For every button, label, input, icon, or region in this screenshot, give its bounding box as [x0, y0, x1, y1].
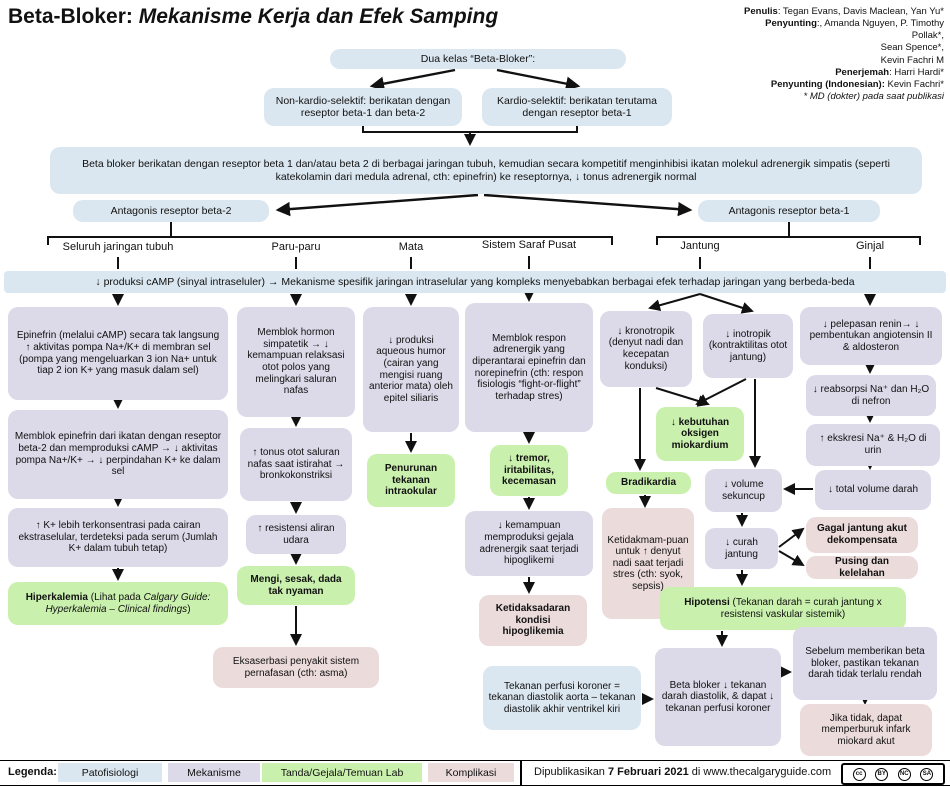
airway-tone-box: ↑ tonus otot saluran nafas saat istiraha…	[240, 428, 352, 501]
credit-line: Penulis: Tegan Evans, Davis Maclean, Yan…	[744, 6, 944, 17]
cc-nc-icon: NC	[897, 767, 911, 781]
airway-resistance-box: ↑ resistensi aliran udara	[246, 515, 346, 554]
dizziness-fatigue-box: Pusing dan kelelahan	[806, 556, 918, 579]
sodium-excretion-box: ↑ ekskresi Na⁺ & H₂O di urin	[806, 424, 940, 466]
legend-item-sign-symptom: Tanda/Gejala/Temuan Lab	[262, 763, 422, 782]
hyperkalemia-box: Hiperkalemia (Lihat pada Calgary Guide: …	[8, 582, 228, 625]
inotropic-box: ↓ inotropik (kontraktilitas otot jantung…	[703, 314, 793, 378]
publication-note: Dipublikasikan 7 Februari 2021 di www.th…	[534, 766, 832, 778]
renin-release-box: ↓ pelepasan renin→ ↓ pembentukan angiote…	[800, 307, 942, 365]
legend-label: Legenda:	[8, 766, 57, 778]
page-title: Beta-Bloker: Mekanisme Kerja dan Efek Sa…	[8, 5, 498, 29]
asthma-exacerbation-box: Eksaserbasi penyakit sistem pernafasan (…	[213, 647, 379, 688]
two-classes-header: Dua kelas “Beta-Bloker”:	[330, 49, 626, 69]
organ-header-heart: Jantung	[680, 240, 720, 252]
tremor-box: ↓ tremor, iritabilitas, kecemasan	[490, 445, 568, 496]
cc-sa-icon: SA	[920, 767, 934, 781]
non-cardio-selective-box: Non-kardio-selektif: berikatan dengan re…	[264, 88, 462, 126]
block-adrenergic-response-box: Memblok respon adrenergik yang diperanta…	[465, 303, 593, 432]
title-prefix: Beta-Bloker:	[8, 5, 139, 28]
legend-item-mechanism: Mekanisme	[168, 763, 260, 782]
beta2-antagonist-box: Antagonis reseptor beta-2	[73, 200, 269, 222]
organ-header-lungs: Paru-paru	[271, 241, 321, 253]
credit-line: Sean Spence*,	[880, 42, 944, 54]
wheezing-box: Mengi, sesak, dada tak nyaman	[237, 566, 355, 605]
block-epinephrine-box: Memblok epinefrin dari ikatan dengan res…	[8, 410, 228, 499]
credits-block: Penulis: Tegan Evans, Davis Maclean, Yan…	[682, 6, 944, 103]
legend-bar: Legenda: Patofisiologi Mekanisme Tanda/G…	[0, 760, 950, 786]
legend-item-pathophysiology: Patofisiologi	[58, 763, 162, 782]
hyperkalemia-text: Hiperkalemia (Lihat pada Calgary Guide: …	[25, 591, 211, 615]
potassium-concentration-box: ↑ K+ lebih terkonsentrasi pada cairan ek…	[8, 508, 228, 567]
main-mechanism-box: Beta bloker berikatan dengan reseptor be…	[50, 147, 922, 194]
beta1-antagonist-box: Antagonis reseptor beta-1	[698, 200, 880, 222]
myocardial-oxygen-box: ↓ kebutuhan oksigen miokardium	[656, 407, 744, 461]
diastolic-pressure-box: Beta bloker ↓ tekanan darah diastolik, &…	[655, 648, 781, 746]
block-sympathetic-hormone-box: Memblok hormon simpatetik → ↓ kemampuan …	[237, 307, 355, 417]
legend-item-complication: Komplikasi	[428, 763, 514, 782]
hypotension-text: Hipotensi (Tekanan darah = curah jantung…	[684, 596, 882, 620]
credit-line: Penerjemah: Harri Hardi*	[835, 66, 944, 78]
cc-license-badge: cc BY NC SA	[841, 763, 945, 785]
organ-header-kidney: Ginjal	[855, 240, 885, 252]
credit-line: Penyunting:, Amanda Nguyen, P. Timothy	[765, 18, 944, 30]
myocardial-infarction-box: Jika tidak, dapat memperburuk infark mio…	[800, 704, 932, 756]
legend-divider	[520, 761, 522, 785]
cardio-selective-box: Kardio-selektif: berikatan terutama deng…	[482, 88, 672, 126]
cc-by-icon: BY	[875, 767, 889, 781]
credit-line: Pollak*,	[911, 30, 944, 42]
organ-header-eyes: Mata	[398, 241, 424, 253]
organ-header-cns: Sistem Saraf Pusat	[481, 239, 577, 251]
cardiac-output-box: ↓ curah jantung	[705, 528, 778, 569]
chronotropic-box: ↓ kronotropik (denyut nadi dan kecepatan…	[600, 311, 692, 387]
camp-mechanism-bar: ↓ produksi cAMP (sinyal intraseluler) → …	[4, 271, 946, 293]
aqueous-humor-box: ↓ produksi aqueous humor (cairan yang me…	[363, 307, 459, 432]
bradycardia-box: Bradikardia	[606, 472, 691, 494]
hypoglycemia-unawareness-box: Ketidaksadaran kondisi hipoglikemia	[479, 595, 587, 646]
title-emphasis: Mekanisme Kerja dan Efek Samping	[138, 5, 499, 28]
cc-icon: cc	[852, 767, 866, 781]
credit-line: Penyunting (Indonesian): Kevin Fachri*	[770, 78, 944, 90]
credit-line: Kevin Fachri M	[880, 54, 944, 66]
acute-heart-failure-box: Gagal jantung akut dekompensata	[806, 517, 918, 553]
coronary-perfusion-note: Tekanan perfusi koroner = tekanan diasto…	[483, 666, 641, 730]
sodium-reabsorption-box: ↓ reabsorpsi Na⁺ dan H₂O di nefron	[806, 375, 936, 416]
hypoglycemia-symptoms-box: ↓ kemampuan memproduksi gejala adrenergi…	[465, 511, 593, 576]
organ-header-body: Seluruh jaringan tubuh	[62, 241, 174, 253]
credit-line-disclaimer: * MD (dokter) pada saat publikasi	[803, 91, 944, 103]
check-blood-pressure-box: Sebelum memberikan beta bloker, pastikan…	[793, 627, 937, 700]
intraocular-pressure-box: Penurunan tekanan intraokular	[367, 454, 455, 507]
blood-volume-box: ↓ total volume darah	[815, 470, 931, 510]
sodium-pump-box: Epinefrin (melalui cAMP) secara tak lang…	[8, 307, 228, 400]
stroke-volume-box: ↓ volume sekuncup	[705, 469, 782, 512]
hypotension-box: Hipotensi (Tekanan darah = curah jantung…	[660, 587, 906, 630]
